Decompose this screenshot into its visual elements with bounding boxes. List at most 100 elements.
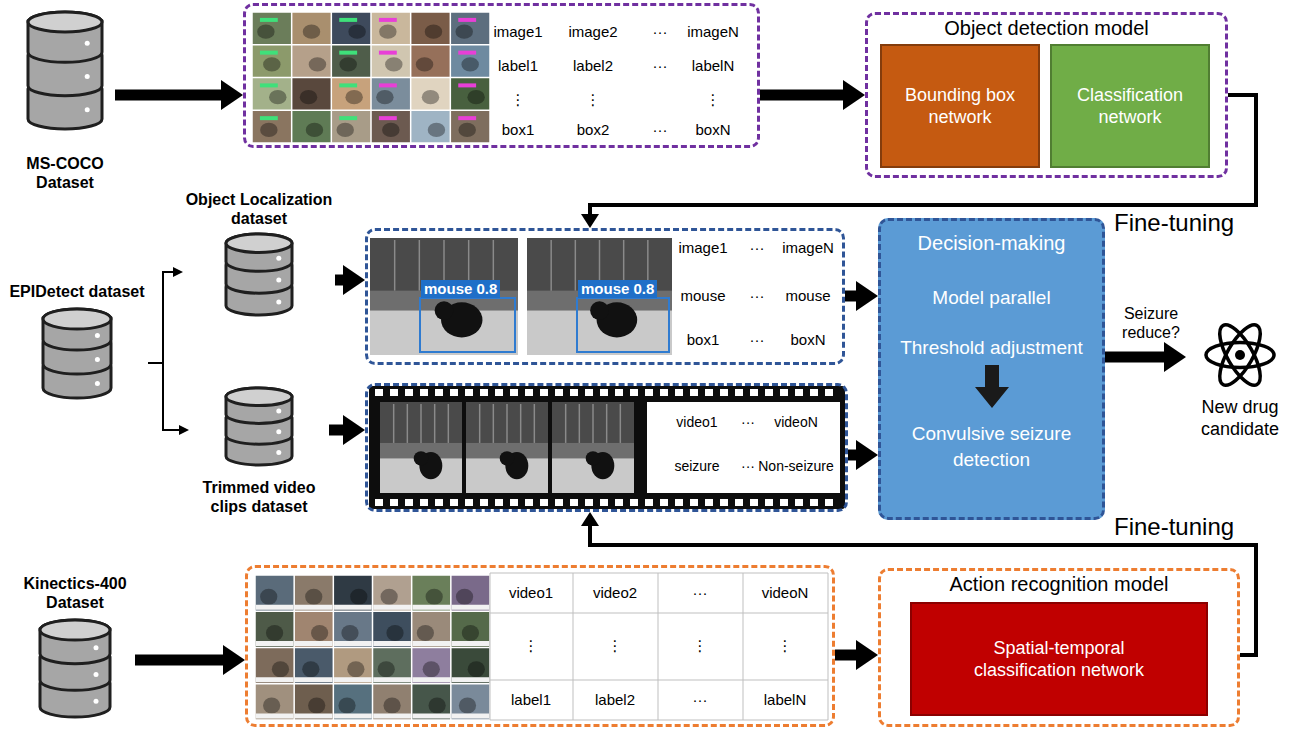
film-hole: [495, 389, 503, 396]
table-cell-slot: mouse: [680, 287, 725, 305]
cage-bar: [479, 404, 481, 443]
caption-strip: [412, 714, 450, 719]
icon-slot: [226, 234, 292, 318]
database-light: [85, 41, 90, 46]
film-hole: [525, 389, 533, 396]
table-cell: videoN: [762, 584, 809, 601]
table-cell: ···: [750, 239, 765, 256]
film-hole: [690, 499, 698, 506]
database-icon: [43, 309, 111, 398]
table-cell: ⋮: [511, 91, 526, 108]
label-tag: [379, 116, 397, 120]
decision-title: Decision-making: [918, 231, 1066, 255]
table-cell: box1: [502, 121, 535, 138]
video-frame: [370, 238, 518, 355]
table-cell-slot: label2: [595, 691, 635, 709]
label-tag: [260, 51, 278, 55]
thumbnail-object: [309, 57, 326, 71]
film-hole: [435, 499, 443, 506]
table-cell: ···: [741, 414, 755, 430]
atom-icon: [1206, 319, 1274, 391]
cage-bar: [565, 404, 567, 443]
database-light: [85, 74, 90, 79]
table-cell-slot: ⋮: [524, 637, 539, 655]
table-cell-slot: video1: [509, 584, 553, 602]
mouse-head: [590, 301, 609, 320]
table-cell-slot: ···: [750, 331, 765, 349]
table-rule: [743, 573, 744, 720]
cage-wall: [552, 402, 634, 443]
database-light: [94, 672, 99, 677]
label-tag: [458, 51, 476, 55]
table-cell: ···: [741, 458, 755, 474]
thumbnail-object: [422, 90, 439, 104]
table-cell-slot: ···: [653, 57, 668, 75]
result-node: New drug candidate: [1186, 318, 1294, 440]
thumbnail-object: [416, 57, 433, 71]
connector: [848, 450, 856, 461]
cage-bar: [407, 404, 409, 443]
film-hole: [510, 499, 518, 506]
film-hole: [675, 389, 683, 396]
table-cell: boxN: [695, 121, 730, 138]
table-cell-slot: seizure: [674, 457, 719, 475]
database-disc: [226, 234, 292, 271]
film-hole: [780, 389, 788, 396]
table-cell-slot: image1: [493, 23, 542, 41]
label-tag: [260, 83, 278, 87]
thumbnail-object: [341, 625, 358, 641]
caption-strip: [256, 641, 294, 646]
film-hole: [555, 389, 563, 396]
table-rule: [658, 573, 659, 720]
database-disc: [28, 12, 102, 62]
cage-bar: [592, 404, 594, 443]
thumbnail-object: [347, 661, 364, 677]
film-hole: [750, 389, 758, 396]
database-top: [226, 388, 292, 406]
database-icon: [226, 388, 292, 465]
cage-bar: [534, 404, 536, 443]
thumbnail-object: [338, 698, 355, 714]
table-cell: ···: [750, 287, 765, 304]
cage-bar: [620, 404, 622, 443]
table-grid: [490, 573, 828, 720]
connector: [329, 425, 343, 436]
caption-strip: [452, 605, 490, 610]
film-hole: [405, 499, 413, 506]
table-cell-slot: video1: [676, 413, 717, 431]
caption-strip: [373, 714, 411, 719]
film-strip: [369, 386, 845, 509]
label-tag: [458, 18, 476, 22]
detection-tag: mouse 0.8: [421, 280, 500, 298]
table-cell-slot: mouse: [785, 287, 830, 305]
thumbnail: [295, 685, 333, 720]
thumbnail-object: [269, 90, 286, 104]
film-hole: [630, 499, 638, 506]
cage-wall: [380, 402, 462, 443]
dataset-label: Kinectics-400 Dataset: [15, 574, 135, 612]
thumbnail: [373, 576, 411, 611]
thumbnail-object: [260, 589, 277, 605]
table-cell-slot: Non-seizure: [758, 457, 833, 475]
dataset-node: EPIDetect dataset: [6, 282, 148, 401]
decision-box: Decision-makingModel parallelThreshold a…: [878, 218, 1105, 520]
table-cell: labelN: [692, 57, 735, 74]
film-hole: [435, 389, 443, 396]
label-tag: [379, 51, 397, 55]
dataset-node: MS-COCO Dataset: [15, 12, 115, 192]
table-cell-slot: ⋮: [693, 637, 708, 655]
video-frame: [552, 402, 634, 493]
table-cell-slot: ⋮: [706, 91, 721, 109]
film-hole: [630, 389, 638, 396]
database-disc: [40, 620, 110, 664]
thumbnail-object: [417, 625, 434, 641]
thumbnail: [372, 13, 410, 44]
table-cell: box1: [687, 331, 720, 348]
film-hole: [795, 389, 803, 396]
caption-strip: [334, 714, 372, 719]
table-cell-slot: ···: [750, 239, 765, 257]
database-light: [276, 450, 281, 455]
thumbnail: [411, 46, 449, 77]
film-hole: [810, 499, 818, 506]
